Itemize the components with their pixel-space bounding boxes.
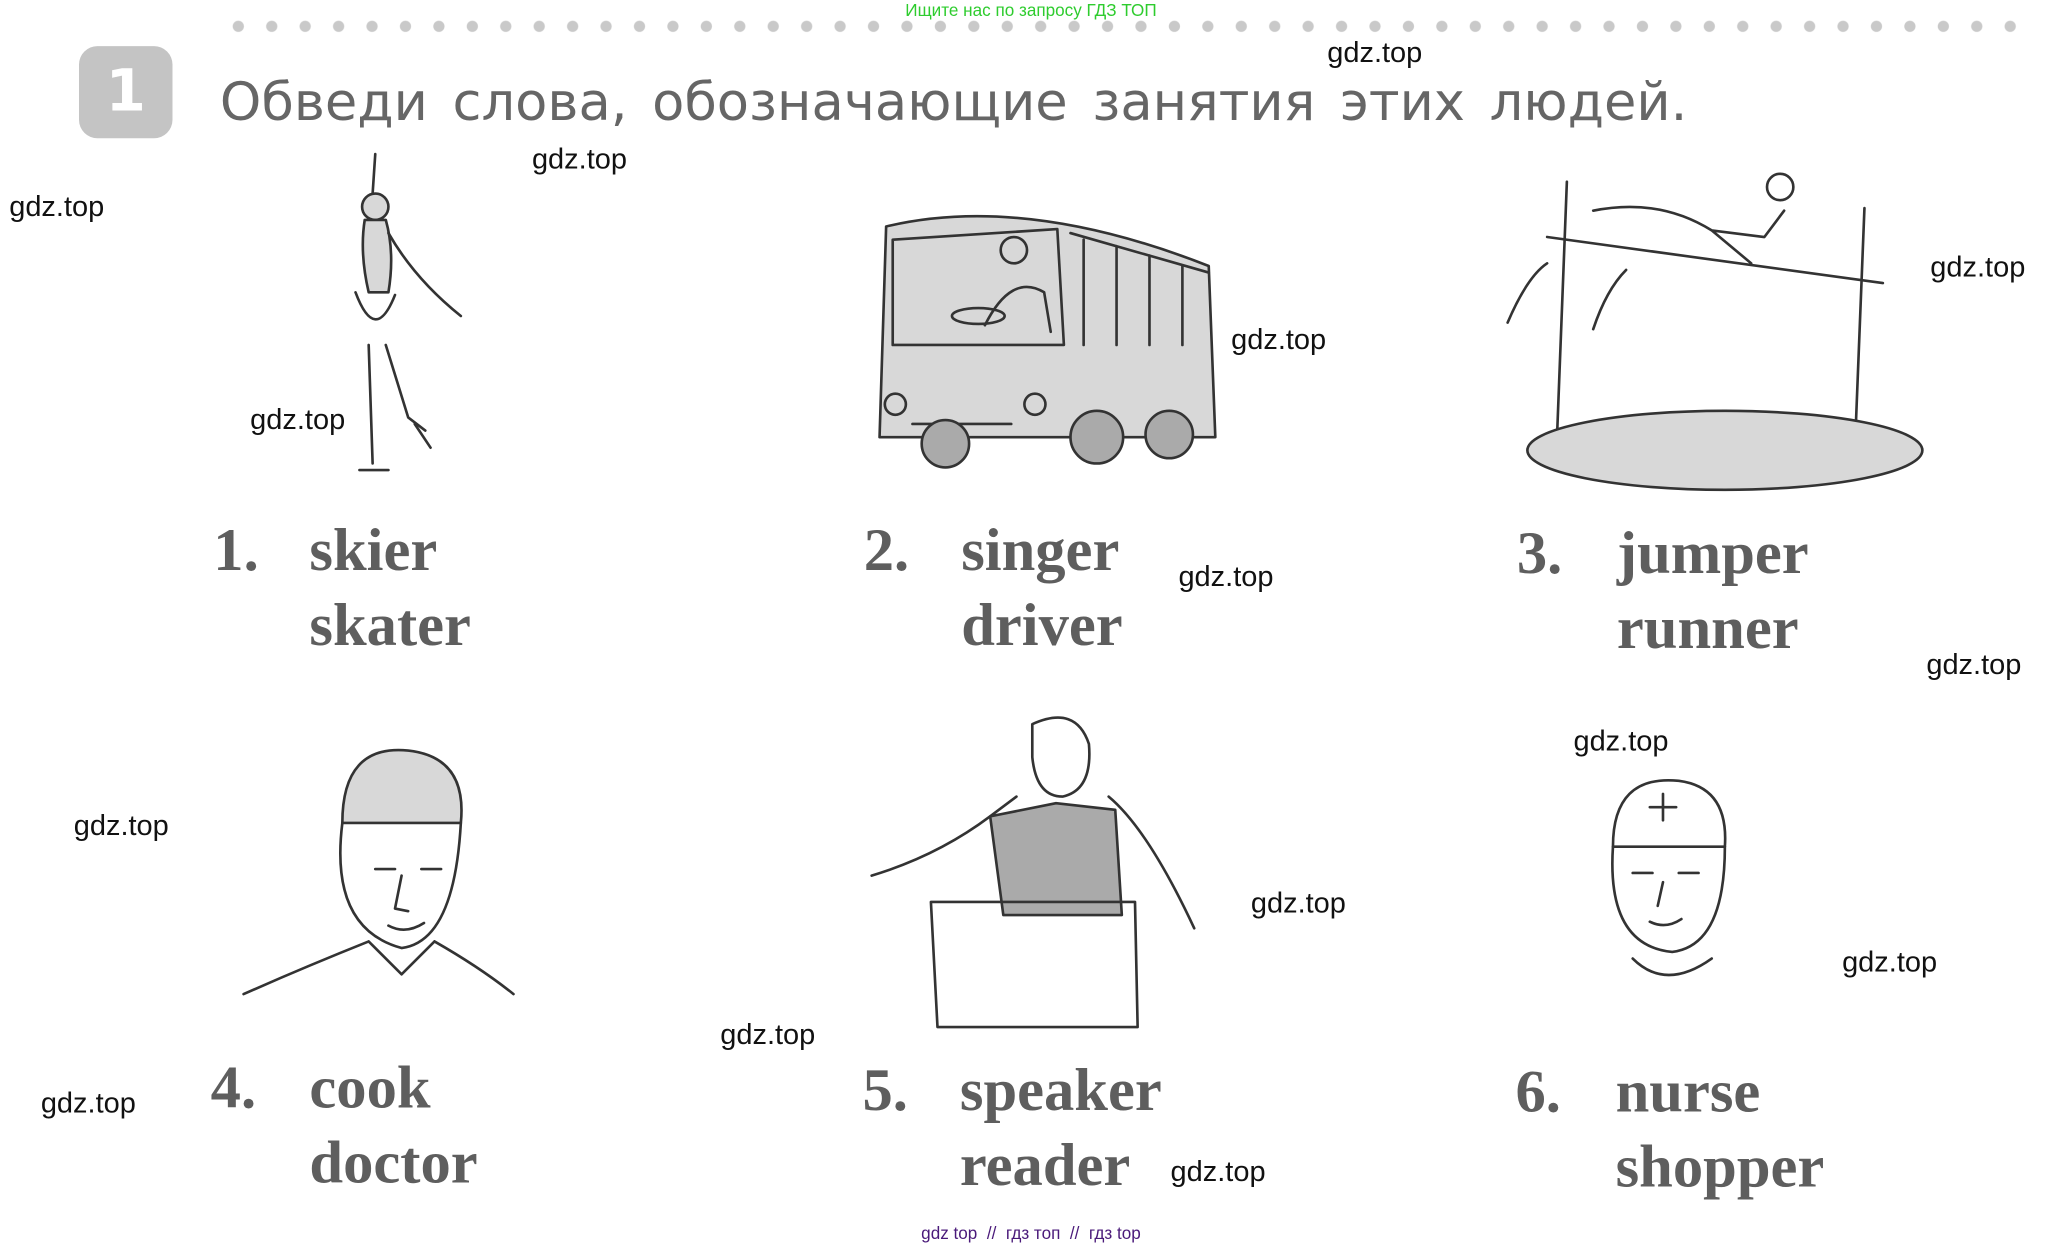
high-jump-picture	[1506, 172, 1924, 492]
watermark: gdz.top	[250, 402, 346, 436]
item-2-number: 2.	[863, 516, 910, 584]
item-6-number: 6.	[1515, 1057, 1561, 1125]
watermark: gdz.top	[1573, 724, 1669, 758]
item-6-option-nurse[interactable]: nurse	[1615, 1057, 1761, 1125]
watermark: gdz.top	[40, 1086, 136, 1120]
item-1-option-skier[interactable]: skier	[309, 516, 438, 584]
dotted-divider	[230, 19, 2037, 36]
promo-link[interactable]: Ищите нас по запросу ГДЗ ТОП	[905, 0, 1157, 20]
watermark: gdz.top	[1930, 250, 2026, 284]
item-1-option-skater[interactable]: skater	[309, 591, 471, 659]
item-3-option-runner[interactable]: runner	[1616, 593, 1799, 661]
item-3-number: 3.	[1516, 518, 1563, 586]
item-4-number: 4.	[210, 1053, 257, 1121]
item-1-number: 1.	[213, 516, 259, 584]
watermark: gdz.top	[1231, 322, 1327, 356]
watermark: gdz.top	[1178, 559, 1274, 593]
item-5-option-reader[interactable]: reader	[959, 1131, 1131, 1199]
item-4-option-doctor[interactable]: doctor	[309, 1128, 478, 1196]
item-2-option-singer[interactable]: singer	[961, 516, 1120, 584]
watermark: gdz.top	[1327, 35, 1423, 69]
watermark: gdz.top	[1250, 886, 1346, 920]
item-6-option-shopper[interactable]: shopper	[1615, 1132, 1825, 1200]
watermark: gdz.top	[720, 1017, 816, 1051]
nurse-picture	[1611, 778, 1727, 977]
item-5-option-speaker[interactable]: speaker	[959, 1055, 1162, 1124]
item-4-option-cook[interactable]: cook	[309, 1053, 431, 1121]
bus-picture	[878, 214, 1217, 469]
exercise-instruction: Обведи слова, обозначающие занятия этих …	[219, 72, 1688, 133]
watermark: gdz.top	[9, 189, 105, 223]
figure-skater-picture	[354, 152, 463, 472]
item-3-option-jumper[interactable]: jumper	[1616, 518, 1809, 586]
watermark: gdz.top	[1842, 945, 1938, 979]
exercise-number-badge: 1	[79, 46, 173, 139]
item-2-option-driver[interactable]: driver	[961, 591, 1123, 659]
speaker-picture	[870, 716, 1196, 1029]
cook-picture	[242, 748, 515, 996]
watermark: gdz.top	[1926, 647, 2022, 681]
item-5-number: 5.	[862, 1055, 908, 1124]
watermark: gdz.top	[73, 808, 169, 842]
watermark: gdz.top	[1170, 1154, 1266, 1188]
watermark: gdz.top	[531, 142, 627, 176]
footer-links[interactable]: gdz top // гдз топ // гдз top	[921, 1223, 1141, 1243]
